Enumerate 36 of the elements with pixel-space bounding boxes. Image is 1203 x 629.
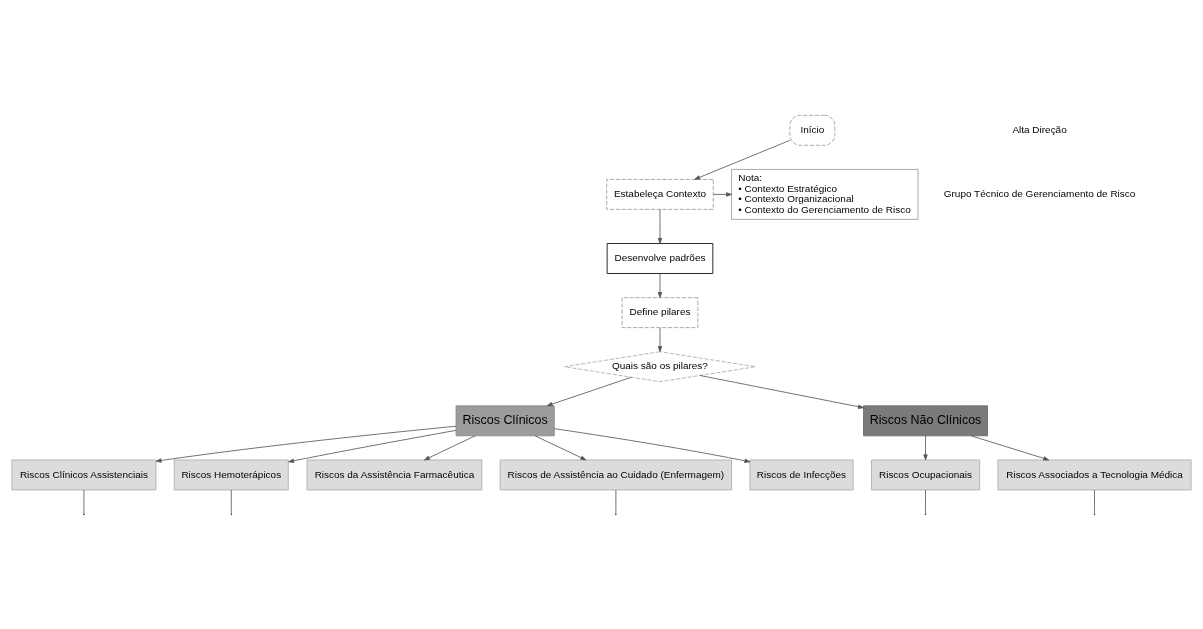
- arrow: [970, 434, 1050, 460]
- arrow: [553, 427, 751, 463]
- arrow: [657, 326, 663, 352]
- arrow: [534, 434, 587, 460]
- arrow: [657, 272, 663, 298]
- connector: [1094, 489, 1095, 514]
- node-box: Riscos Associados a Tecnologia Médica: [997, 459, 1192, 490]
- node-box: Nota: • Contexto Estratégico • Contexto Organizacional • Contexto do Gerenciamento de Risco: [731, 168, 919, 220]
- node-diamond: Quais são os pilares?: [563, 350, 756, 382]
- node-box: Riscos Clínicos Assistenciais: [11, 459, 157, 490]
- node-box: Riscos Clínicos: [455, 404, 555, 436]
- arrow: [694, 139, 791, 180]
- node-box: Riscos de Assistência ao Cuidado (Enfermagem): [499, 459, 732, 490]
- label: Alta Direção: [1012, 123, 1067, 135]
- arrow: [424, 434, 476, 460]
- node-box: Desenvolve padrões: [606, 242, 714, 274]
- label: Grupo Técnico de Gerenciamento de Risco: [943, 187, 1136, 199]
- connector: [230, 489, 232, 514]
- node-box: Riscos Hemoterápicos: [173, 459, 289, 490]
- node-box: Riscos Não Clínicos: [863, 404, 988, 436]
- arrow: [713, 191, 732, 197]
- arrow: [699, 374, 864, 409]
- arrow: [657, 208, 663, 244]
- connector: [925, 489, 926, 514]
- connector: [615, 489, 617, 514]
- connector: [83, 489, 85, 514]
- arrow: [923, 435, 928, 460]
- node-box: Riscos Ocupacionais: [871, 459, 981, 490]
- node-box: Estabeleça Contexto: [606, 178, 714, 210]
- node-box: Início: [789, 114, 836, 146]
- node-box: Define pilares: [621, 296, 699, 328]
- node-box: Riscos da Assistência Farmacêutica: [306, 459, 483, 490]
- arrow: [546, 376, 632, 406]
- arrow: [288, 429, 457, 463]
- node-box: Riscos de Infecções: [749, 459, 854, 490]
- arrow: [155, 425, 457, 463]
